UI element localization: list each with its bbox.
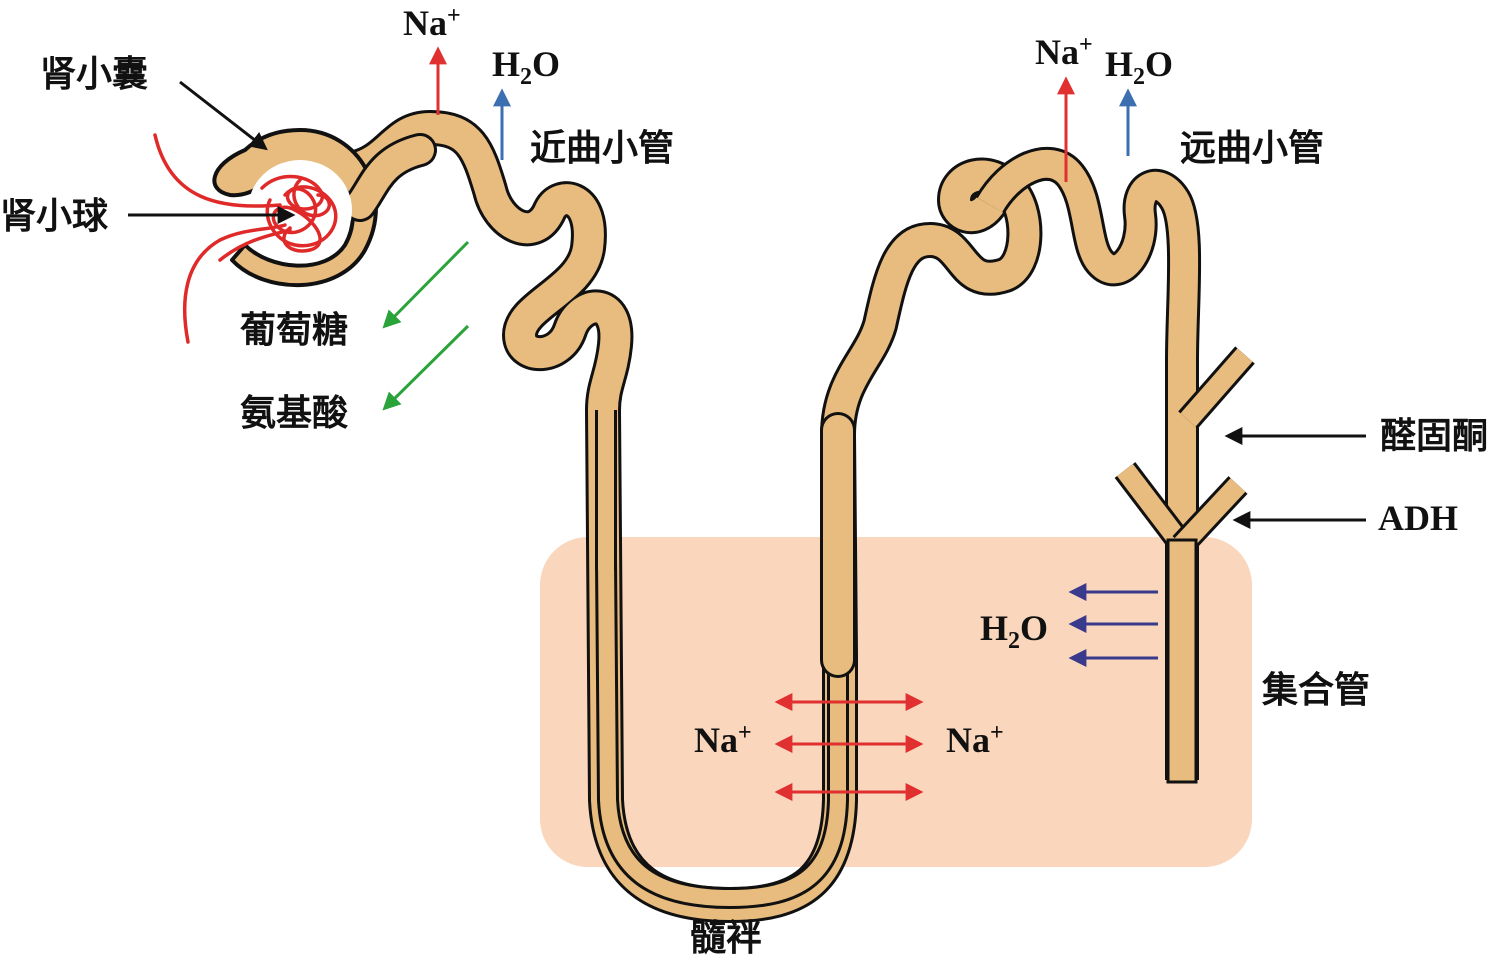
glucose-arrow: [382, 240, 470, 329]
aldosterone-label: 醛固酮: [1380, 415, 1488, 457]
h2o-distal: H2O: [1105, 44, 1173, 90]
h2o-proximal: H2O: [492, 44, 560, 90]
na-ion-distal: Na+: [1035, 32, 1093, 72]
nephron-tubule: [337, 110, 1255, 923]
na-ion-loop-inside: Na+: [694, 720, 752, 760]
glucose-label: 葡萄糖: [240, 309, 348, 351]
collecting-duct-label: 集合管: [1261, 669, 1370, 711]
na-ion-loop-outside: Na+: [946, 720, 1004, 760]
amino-acid-arrow: [382, 324, 470, 411]
na-ion-proximal: Na+: [403, 3, 461, 43]
glomerulus: [153, 133, 338, 344]
renal-capsule-label: 肾小囊: [40, 53, 148, 95]
loop-of-henle-label: 髓袢: [690, 917, 762, 958]
capsule-pointer-arrow: [179, 80, 268, 151]
amino-acid-label: 氨基酸: [240, 392, 348, 434]
proximal-tubule-label: 近曲小管: [530, 127, 674, 169]
distal-tubule-label: 远曲小管: [1180, 127, 1324, 169]
glomerulus-label: 肾小球: [0, 195, 109, 237]
adh-label: ADH: [1378, 498, 1458, 538]
h2o-collecting-duct: H2O: [980, 608, 1048, 654]
